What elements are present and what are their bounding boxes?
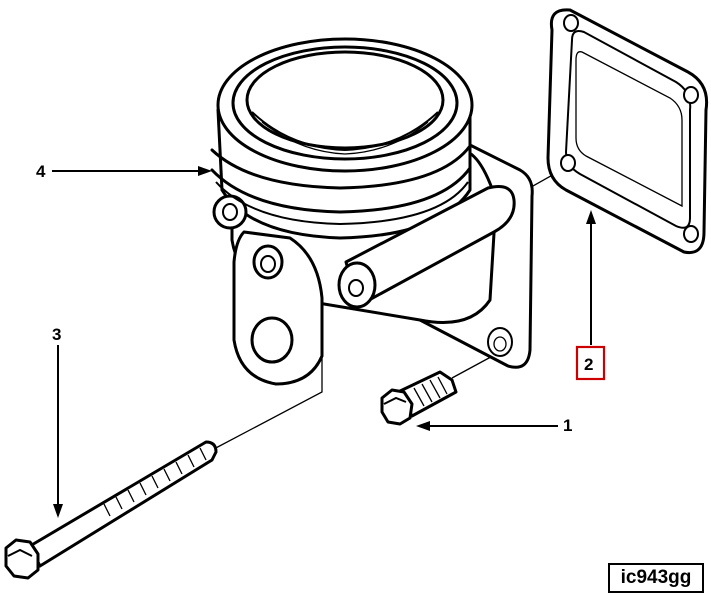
elbow-housing [210, 37, 534, 386]
gasket [546, 8, 709, 255]
gasket-hole-bottom-right [683, 225, 699, 243]
gasket-hole-bottom-left [560, 154, 576, 172]
callout-2-highlight-box[interactable] [575, 345, 606, 381]
callout-3-leader [53, 345, 63, 518]
lug-hole-upper [252, 244, 284, 280]
callout-2-leader [586, 210, 596, 345]
drawing-reference-id: ic943gg [608, 563, 704, 593]
gasket-hole-top-left [563, 14, 579, 32]
lug-hole-lower [250, 316, 294, 364]
short-bolt-head [380, 388, 414, 426]
short-bolt [380, 370, 458, 426]
callout-1-leader [416, 421, 558, 431]
callout-4-leader [52, 166, 212, 176]
long-bolt [4, 440, 218, 580]
long-bolt-head [4, 538, 40, 580]
callout-label-3: 3 [52, 325, 61, 344]
left-ear-boss [212, 194, 248, 230]
gasket-hole-top-right [683, 86, 699, 104]
flange-hole-lower [487, 327, 513, 357]
callout-label-2[interactable]: 2 [584, 355, 593, 374]
callout-label-4: 4 [36, 162, 46, 181]
callout-label-1: 1 [563, 416, 572, 435]
